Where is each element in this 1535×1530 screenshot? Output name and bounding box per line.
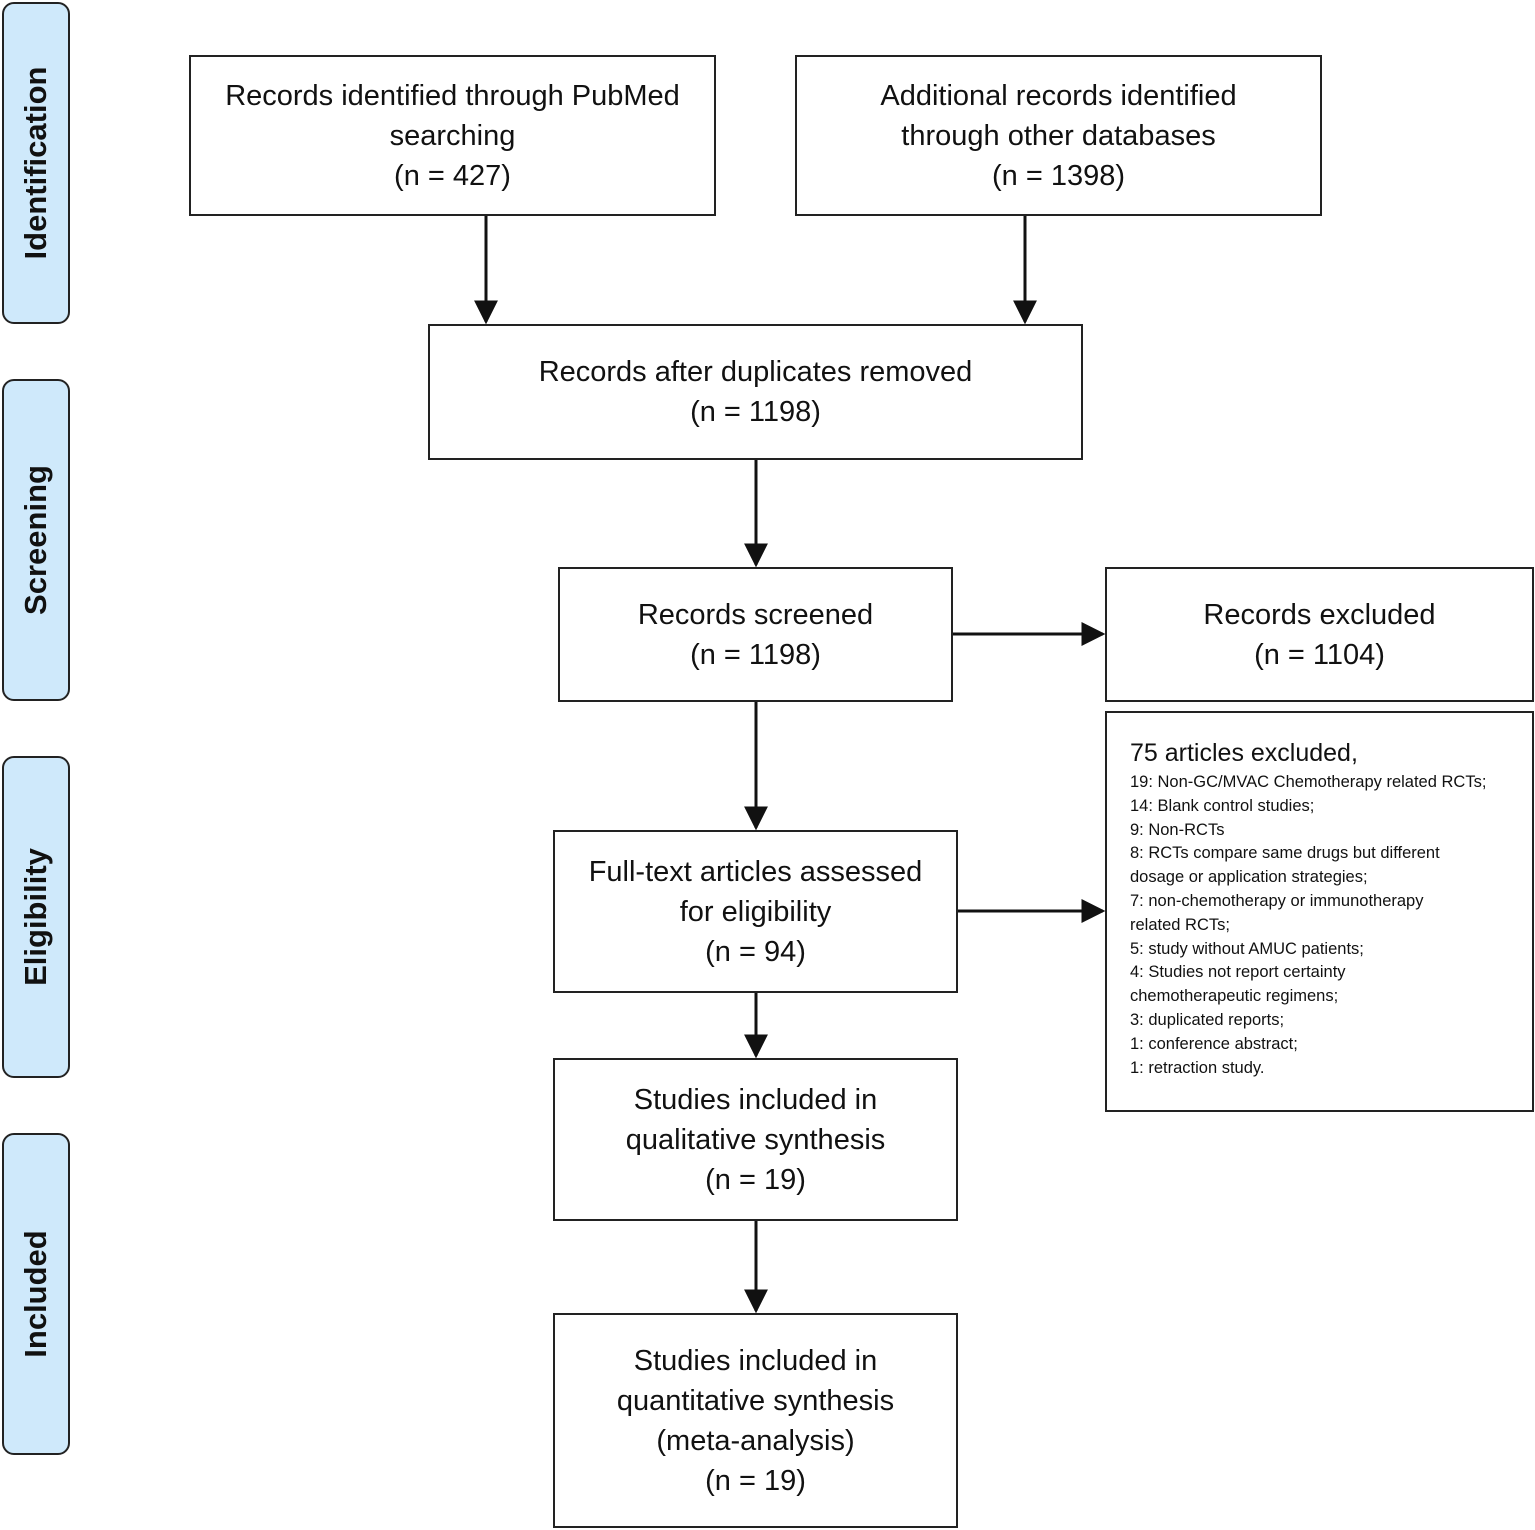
excluded-item: 1: conference abstract;: [1130, 1034, 1298, 1053]
box-pubmed-records: Records identified through PubMed search…: [189, 55, 716, 216]
box-fulltext-assessed: Full-text articles assessed for eligibil…: [553, 830, 958, 993]
excluded-item: 5: study without AMUC patients;: [1130, 939, 1364, 958]
box-quantitative-synthesis: Studies included in quantitative synthes…: [553, 1313, 958, 1528]
box-line: Records screened: [637, 598, 874, 631]
box-records-excluded: Records excluded (n = 1104): [1105, 567, 1534, 702]
box-line: (n = 94): [705, 935, 806, 968]
excluded-item: 7: non-chemotherapy or immunotherapy: [1130, 891, 1424, 910]
excluded-item: 19: Non-GC/MVAC Chemotherapy related RCT…: [1130, 773, 1487, 791]
excluded-item: 8: RCTs compare same drugs but different: [1130, 844, 1440, 863]
box-line: qualitative synthesis: [625, 1123, 886, 1156]
box-line: (n = 1198): [690, 396, 821, 428]
phase-eligibility: Eligibility: [2, 756, 70, 1078]
box-records-screened: Records screened (n = 1198): [558, 567, 953, 702]
box-line: searching: [389, 119, 516, 152]
excluded-item: 14: Blank control studies;: [1130, 796, 1315, 815]
box-line: (n = 1398): [991, 159, 1125, 192]
excluded-heading: 75 articles excluded,: [1130, 739, 1358, 767]
box-line: (n = 427): [394, 159, 511, 192]
excluded-item: chemotherapeutic regimens;: [1130, 987, 1339, 1006]
excluded-item: 1: retraction study.: [1130, 1058, 1265, 1077]
box-line: through other databases: [901, 119, 1216, 152]
box-line: Full-text articles assessed: [588, 855, 923, 888]
box-line: Studies included in: [633, 1344, 878, 1377]
box-line: Records after duplicates removed: [538, 356, 973, 388]
phase-screening: Screening: [2, 379, 70, 701]
excluded-item: 3: duplicated reports;: [1130, 1010, 1285, 1029]
box-other-databases: Additional records identified through ot…: [795, 55, 1322, 216]
box-line: (meta-analysis): [656, 1424, 855, 1457]
box-line: (n = 1104): [1254, 638, 1385, 671]
box-line: (n = 19): [705, 1163, 806, 1196]
excluded-item: 9: Non-RCTs: [1130, 820, 1225, 839]
box-line: quantitative synthesis: [616, 1384, 895, 1417]
box-line: Studies included in: [633, 1083, 878, 1116]
box-line: Additional records identified: [880, 79, 1237, 112]
box-line: for eligibility: [679, 895, 832, 928]
box-line: (n = 19): [705, 1464, 806, 1497]
box-line: (n = 1198): [690, 638, 821, 671]
phase-included: Included: [2, 1133, 70, 1455]
box-line: Records excluded: [1203, 598, 1436, 631]
excluded-item: 4: Studies not report certainty: [1130, 963, 1346, 982]
box-qualitative-synthesis: Studies included in qualitative synthesi…: [553, 1058, 958, 1221]
box-duplicates-removed: Records after duplicates removed (n = 11…: [428, 324, 1083, 460]
excluded-item: dosage or application strategies;: [1130, 868, 1368, 887]
box-articles-excluded: 75 articles excluded, 19: Non-GC/MVAC Ch…: [1105, 711, 1534, 1112]
excluded-item: related RCTs;: [1130, 915, 1230, 934]
box-line: Records identified through PubMed: [225, 79, 680, 112]
phase-identification: Identification: [2, 2, 70, 324]
